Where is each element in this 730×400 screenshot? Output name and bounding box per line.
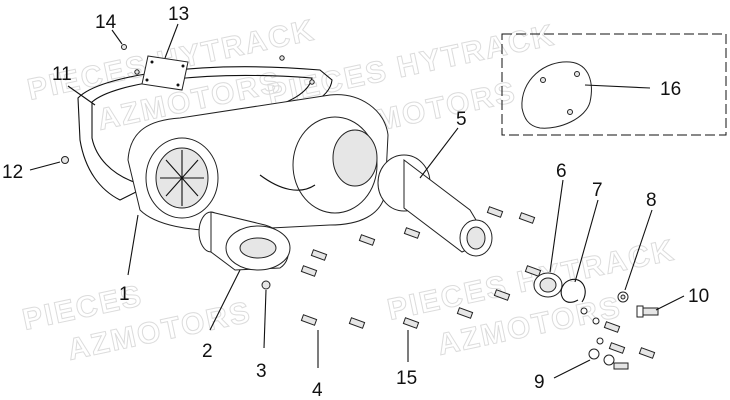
callout-7: 7 <box>592 180 603 201</box>
part-14-screw <box>121 44 127 50</box>
part-13-hole <box>181 64 185 68</box>
callout-10: 10 <box>688 286 709 307</box>
leader-13 <box>164 23 179 59</box>
leader-6 <box>549 179 564 273</box>
callout-2: 2 <box>202 341 213 362</box>
callout-1: 1 <box>119 284 130 305</box>
part-2-air-duct <box>198 211 291 271</box>
leader-5 <box>419 127 459 179</box>
callout-13: 13 <box>168 4 189 25</box>
leader-1 <box>127 214 139 276</box>
callout-15: 15 <box>396 368 417 389</box>
leader-8 <box>624 209 653 291</box>
callout-8: 8 <box>646 190 657 211</box>
leader-2 <box>209 269 241 331</box>
cover-bolts <box>300 206 656 359</box>
leader-7 <box>574 199 599 283</box>
leader-16 <box>584 84 651 89</box>
callout-14: 14 <box>95 12 117 33</box>
callout-16: 16 <box>660 79 681 100</box>
leader-11 <box>67 85 96 106</box>
callout-4: 4 <box>312 380 323 400</box>
part-12-screw <box>61 156 69 164</box>
callout-12: 12 <box>2 162 23 183</box>
gasket-screws <box>134 55 315 85</box>
part-13-hole <box>150 60 154 64</box>
part-7-circlip <box>560 278 586 303</box>
part-10-bolt <box>636 305 659 318</box>
part-16-gasket-plate <box>521 61 592 129</box>
part-1-fan-grille <box>160 150 204 206</box>
part-3-bolt <box>261 280 271 290</box>
part-13-hole <box>176 83 180 87</box>
callout-3: 3 <box>256 361 267 382</box>
callout-9: 9 <box>534 372 545 393</box>
part-1-bearing-opening <box>332 129 378 187</box>
part-6-oil-seal <box>533 272 563 298</box>
leader-3 <box>263 289 267 349</box>
part-16-detail-box <box>501 33 727 136</box>
leader-10 <box>655 295 685 311</box>
leader-lines <box>29 23 685 379</box>
leader-9 <box>553 359 591 379</box>
part-5-outlet-duct <box>377 154 493 257</box>
callout-6: 6 <box>556 161 567 182</box>
part-9-washer-set <box>588 348 629 370</box>
leader-12 <box>29 161 61 171</box>
callout-labels: 1 2 3 4 5 6 7 8 9 10 11 12 13 14 15 16 <box>2 4 709 400</box>
part-1-cover-rib <box>259 174 316 191</box>
callout-5: 5 <box>456 109 467 130</box>
callout-11: 11 <box>52 64 72 85</box>
part-13-hole <box>145 78 149 82</box>
part-8-washer <box>617 291 629 303</box>
part-13-cover-plate <box>141 55 189 91</box>
leader-14 <box>111 29 123 45</box>
